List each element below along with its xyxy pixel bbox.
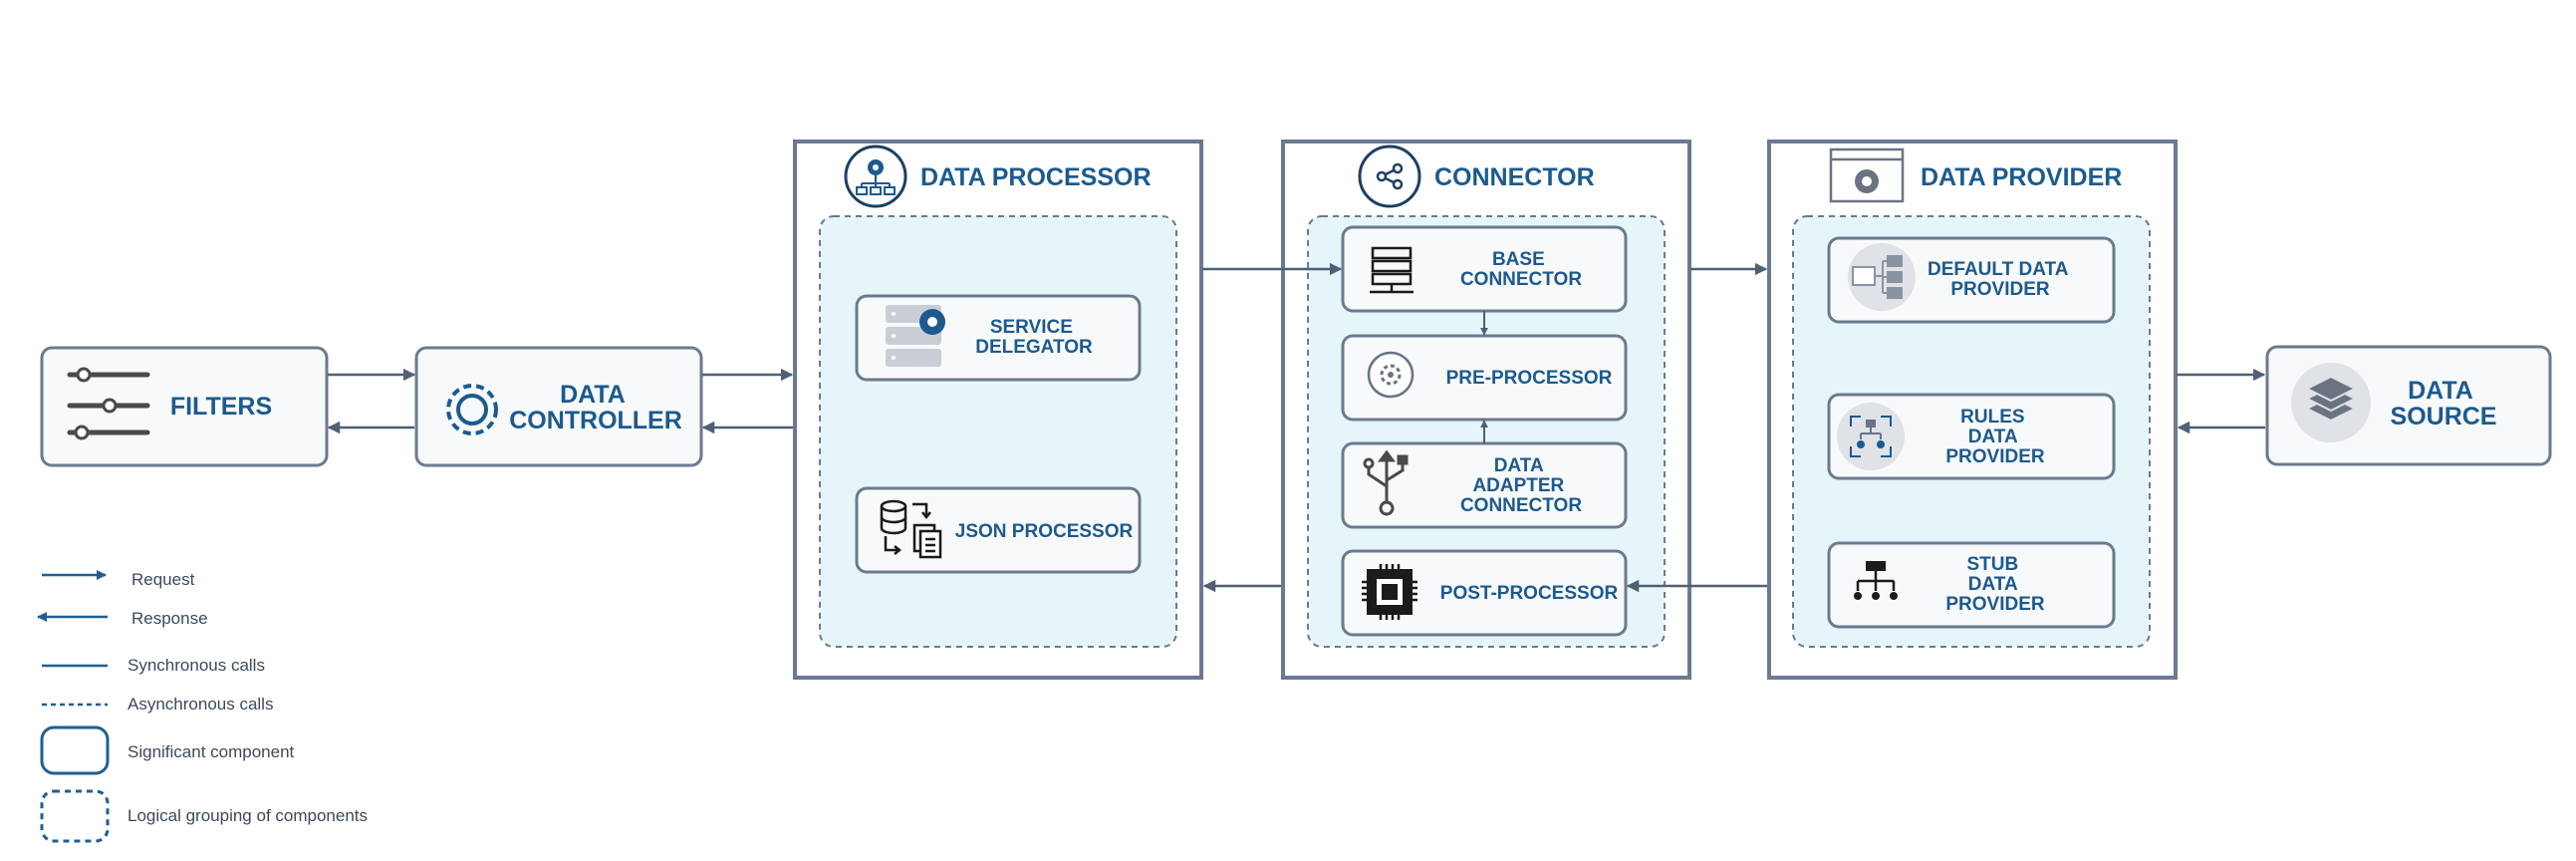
data-adapter-connector-line-1: DATA	[1494, 455, 1544, 476]
stub-data-provider-line-2: DATA	[1968, 574, 2018, 595]
data-provider-panel: DATA PROVIDER DEFAULT DATA PROVIDER	[1767, 140, 2178, 680]
window-gear-icon	[1829, 147, 1905, 203]
server-network-icon	[1370, 246, 1414, 294]
gear-circle-icon	[1367, 351, 1415, 399]
json-processor-component: JSON PROCESSOR	[855, 486, 1142, 574]
rules-data-provider-line-1: RULES	[1960, 407, 2024, 428]
server-gear-icon	[886, 305, 945, 367]
rules-data-provider-line-2: DATA	[1968, 427, 2018, 447]
database-documents-icon	[880, 499, 942, 559]
data-adapter-connector-label: DATA ADAPTER CONNECTOR	[1460, 455, 1582, 516]
data-source-line-2: SOURCE	[2391, 403, 2497, 430]
stub-data-provider-line-1: STUB	[1966, 554, 2018, 575]
chip-icon	[1362, 564, 1417, 620]
legend-request-label: Request	[131, 570, 195, 589]
stacked-list-icon	[1848, 243, 1916, 311]
layers-icon	[2304, 375, 2358, 423]
data-provider-title: DATA PROVIDER	[1921, 163, 2122, 191]
data-source-component: DATA SOURCE	[2265, 345, 2552, 466]
filters-component: FILTERS	[40, 346, 329, 467]
usb-icon	[1363, 449, 1409, 516]
sliders-icon	[67, 367, 150, 440]
service-delegator-label: SERVICE DELEGATOR	[975, 317, 1093, 358]
gear-icon	[446, 384, 498, 435]
service-delegator-component: SERVICE DELEGATOR	[855, 294, 1142, 382]
rules-data-provider-label: RULES DATA PROVIDER	[1945, 407, 2045, 467]
service-delegator-line-2: DELEGATOR	[975, 337, 1093, 358]
rules-data-provider-line-3: PROVIDER	[1945, 446, 2045, 467]
legend-response-label: Response	[131, 609, 208, 628]
default-data-provider-component: DEFAULT DATA PROVIDER	[1827, 236, 2116, 324]
rules-data-provider-component: RULES DATA PROVIDER	[1827, 393, 2116, 480]
post-processor-label: POST-PROCESSOR	[1440, 583, 1619, 604]
hierarchy-icon	[1854, 561, 1898, 600]
post-processor-component: POST-PROCESSOR	[1341, 549, 1628, 637]
data-adapter-connector-line-2: ADAPTER	[1472, 475, 1564, 496]
legend-logical-label: Logical grouping of components	[128, 806, 368, 825]
pre-processor-component: PRE-PROCESSOR	[1341, 334, 1628, 422]
network-gear-icon	[844, 144, 907, 208]
legend-logical-swatch	[40, 789, 110, 843]
data-controller-component: DATA CONTROLLER	[414, 346, 703, 467]
base-connector-label: BASE CONNECTOR	[1460, 249, 1582, 290]
json-processor-label: JSON PROCESSOR	[955, 521, 1134, 542]
stub-data-provider-component: STUB DATA PROVIDER	[1827, 541, 2116, 629]
rules-flow-icon	[1837, 403, 1905, 470]
legend-significant-swatch	[40, 725, 110, 775]
post-processor-line-1: POST-PROCESSOR	[1440, 583, 1619, 604]
default-data-provider-line-1: DEFAULT DATA	[1928, 259, 2069, 280]
service-delegator-line-1: SERVICE	[990, 317, 1073, 338]
data-controller-line-2: CONTROLLER	[509, 407, 682, 434]
connector-panel: CONNECTOR BASE CONNECTOR PRE-PROC	[1281, 140, 1691, 680]
data-controller-label: DATA CONTROLLER	[509, 381, 682, 434]
data-source-label: DATA SOURCE	[2391, 377, 2497, 430]
flow-arrows	[327, 262, 2266, 593]
data-adapter-connector-line-3: CONNECTOR	[1460, 495, 1582, 516]
filters-label: FILTERS	[170, 393, 272, 421]
data-adapter-connector-component: DATA ADAPTER CONNECTOR	[1341, 441, 1628, 529]
legend-asynchronous-label: Asynchronous calls	[128, 695, 273, 714]
base-connector-line-2: CONNECTOR	[1460, 269, 1582, 290]
default-data-provider-label: DEFAULT DATA PROVIDER	[1928, 259, 2073, 300]
pre-processor-line-1: PRE-PROCESSOR	[1446, 368, 1613, 389]
data-processor-panel: DATA PROCESSOR SERVICE DELEGATOR	[793, 140, 1203, 680]
share-icon	[1358, 144, 1421, 208]
legend: Request Response Synchronous calls Async…	[37, 570, 368, 843]
stub-data-provider-label: STUB DATA PROVIDER	[1945, 554, 2045, 615]
base-connector-line-1: BASE	[1492, 249, 1545, 270]
pre-processor-label: PRE-PROCESSOR	[1446, 368, 1613, 389]
data-processor-title: DATA PROCESSOR	[920, 163, 1152, 191]
stub-data-provider-line-3: PROVIDER	[1945, 594, 2045, 615]
data-source-line-1: DATA	[2408, 377, 2473, 405]
base-connector-component: BASE CONNECTOR	[1341, 225, 1628, 313]
connector-title: CONNECTOR	[1434, 163, 1595, 191]
legend-synchronous-label: Synchronous calls	[128, 656, 265, 675]
legend-significant-label: Significant component	[128, 742, 295, 761]
data-controller-line-1: DATA	[560, 381, 626, 409]
json-processor-line-1: JSON PROCESSOR	[955, 521, 1134, 542]
default-data-provider-line-2: PROVIDER	[1950, 279, 2050, 300]
